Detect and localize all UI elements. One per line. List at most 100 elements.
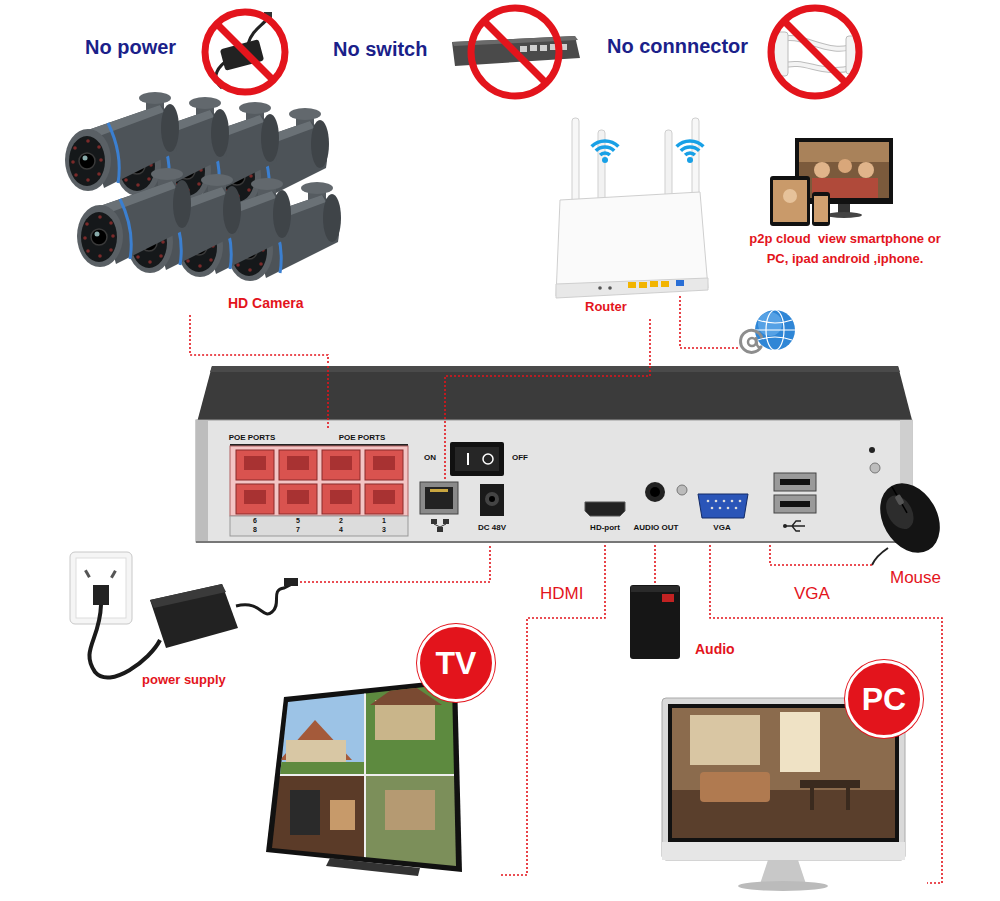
nvr-body [196, 366, 912, 426]
port-number: 3 [382, 526, 386, 534]
vga-port [715, 500, 718, 503]
pc-monitor-illustration [662, 842, 905, 860]
cable-connector [500, 545, 605, 875]
vga-port [727, 507, 730, 510]
speaker [631, 586, 679, 592]
camera-illustration [77, 168, 191, 267]
viewing-devices [812, 192, 830, 226]
hdmi-port [585, 502, 625, 516]
cable-connector [649, 319, 651, 365]
leader-line [328, 366, 650, 480]
tv-illustration [364, 665, 366, 880]
port-number: 2 [339, 517, 343, 525]
no-power-heading: No power [85, 36, 176, 59]
wifi-symbol [677, 141, 704, 147]
tv: TV [262, 622, 500, 882]
usb-ports [780, 479, 810, 485]
port-number: 4 [339, 526, 343, 534]
pc-badge: PC [845, 660, 923, 738]
rj45-port [365, 484, 403, 514]
cable-connector [300, 545, 490, 582]
internet-globe-icon [755, 310, 795, 350]
rj45-port [287, 456, 309, 470]
rj45-port [373, 456, 395, 470]
tv-illustration [268, 665, 460, 880]
wifi-symbol [602, 157, 608, 163]
power-switch [483, 454, 493, 464]
viewing-devices [799, 142, 889, 198]
power-adapter [150, 584, 226, 608]
viewing-devices [838, 159, 852, 173]
internet-globe-icon [758, 320, 792, 323]
port-number: 7 [296, 526, 300, 534]
rj45-port [279, 450, 317, 480]
audio-speaker: Audio [628, 583, 682, 659]
usb-ports [774, 495, 816, 513]
vga-port [719, 507, 722, 510]
tv-illustration [268, 774, 460, 776]
rj45-port [279, 484, 317, 514]
router-illustration [608, 286, 612, 290]
nvr-body [196, 366, 912, 542]
cable-label: VGA [792, 584, 832, 604]
tv-illustration [268, 775, 365, 875]
router-illustration [598, 286, 602, 290]
dc-power-jack [480, 484, 504, 516]
no-switch-icon [452, 8, 580, 96]
usb-ports [783, 524, 787, 528]
poe-port-block [230, 446, 408, 516]
audio-jack [650, 487, 660, 497]
usb-ports [774, 473, 816, 531]
port-number: 1 [382, 517, 386, 525]
viewing-devices [773, 180, 807, 222]
lan-port [434, 524, 446, 527]
leader-line [327, 366, 329, 430]
wifi-symbol [592, 141, 619, 147]
router-illustration [556, 118, 708, 298]
no-connector-heading: No connnector [607, 35, 748, 58]
speaker [630, 585, 680, 659]
rj45-port [244, 456, 266, 470]
router-illustration [628, 282, 636, 288]
router-illustration [661, 281, 669, 287]
router-illustration [556, 278, 708, 298]
dc-power-jack [485, 492, 499, 506]
viewing-devices [814, 196, 828, 222]
tv-illustration [290, 790, 320, 835]
internet-globe-icon [755, 310, 795, 350]
computer-mouse [868, 472, 952, 563]
nvr-body [210, 366, 900, 372]
pc-monitor-illustration [690, 715, 760, 765]
at-sign-icon [748, 338, 756, 346]
lan-port [430, 489, 448, 492]
no-power-icon [217, 24, 273, 80]
wifi-symbol [681, 147, 699, 151]
panel-label: POE PORTS [339, 433, 386, 442]
wifi-symbol [685, 153, 695, 155]
pc-monitor-illustration [800, 780, 860, 788]
usb-ports [785, 521, 805, 531]
wall-outlet [93, 585, 109, 605]
power-switch [467, 453, 469, 465]
dc-power-jack [489, 496, 495, 502]
viewing-devices [770, 176, 810, 226]
camera-group: HD Camera [40, 100, 345, 315]
screw [869, 447, 880, 473]
at-sign-icon [741, 330, 762, 352]
power-adapter [89, 605, 160, 678]
usb-ports [774, 473, 816, 491]
wall-outlet [84, 570, 91, 578]
rj45-port [236, 450, 403, 514]
rj45-port [373, 490, 395, 504]
pc-monitor-illustration [846, 788, 850, 810]
lan-port [431, 519, 437, 524]
wifi-symbol [687, 157, 693, 163]
wifi-symbol [596, 147, 614, 151]
panel-label: POE PORTS [229, 433, 276, 442]
usb-ports [780, 501, 810, 507]
poe-port-block [230, 516, 408, 536]
rj45-port [322, 484, 360, 514]
vga-port [739, 500, 742, 503]
viewing-devices [770, 138, 893, 226]
cable-connector [190, 315, 328, 365]
